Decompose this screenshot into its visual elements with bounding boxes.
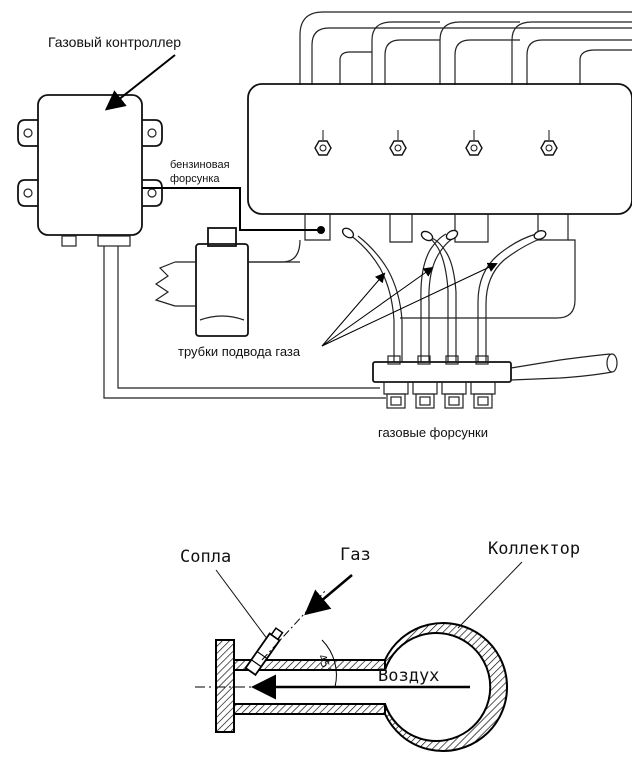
head-bolts: [314, 130, 558, 156]
engine-head: [247, 83, 632, 215]
controller-label: Газовый контроллер: [48, 34, 181, 50]
controller-to-rail-wire-2: [117, 246, 380, 389]
gas-controller: [17, 94, 163, 247]
gas-tubes: [349, 233, 543, 362]
petrol-injector-label-line1: бензиновая: [170, 159, 230, 171]
gas-tubes-pointer-arrows: [321, 262, 498, 347]
gas-flow-arrow: [304, 574, 353, 616]
tube-fittings: [341, 227, 547, 242]
controller-to-rail-wire: [103, 246, 386, 399]
air-label: Воздух: [378, 666, 439, 686]
angle-arc: [321, 639, 337, 688]
petrol-injector-label-line2: форсунка: [170, 173, 220, 185]
gas-injectors: [383, 381, 496, 409]
gas-rail: [372, 353, 618, 383]
controller-pointer-arrow: [104, 54, 176, 111]
gas-tubes-label: трубки подвода газа: [178, 344, 301, 359]
angle-label: 45°: [315, 653, 334, 676]
manifold-label: Коллектор: [488, 539, 580, 559]
nozzle-leader-line: [215, 569, 269, 641]
gas-injectors-label: газовые форсунки: [378, 425, 488, 440]
manifold-section: [215, 622, 509, 752]
intake-runners: [299, 11, 632, 85]
petrol-injector-dot: [317, 226, 325, 234]
top-diagram: Газовый контроллер бензиновая форсунка: [17, 11, 632, 440]
port-stubs: [248, 214, 576, 319]
gas-label: Газ: [340, 545, 371, 565]
throttle-body: [154, 227, 300, 337]
manifold-leader-line: [457, 561, 523, 629]
controller-to-injector-wire: [142, 187, 318, 231]
bottom-diagram: Сопла Газ Коллектор: [180, 539, 580, 752]
nozzle-label: Сопла: [180, 547, 231, 567]
